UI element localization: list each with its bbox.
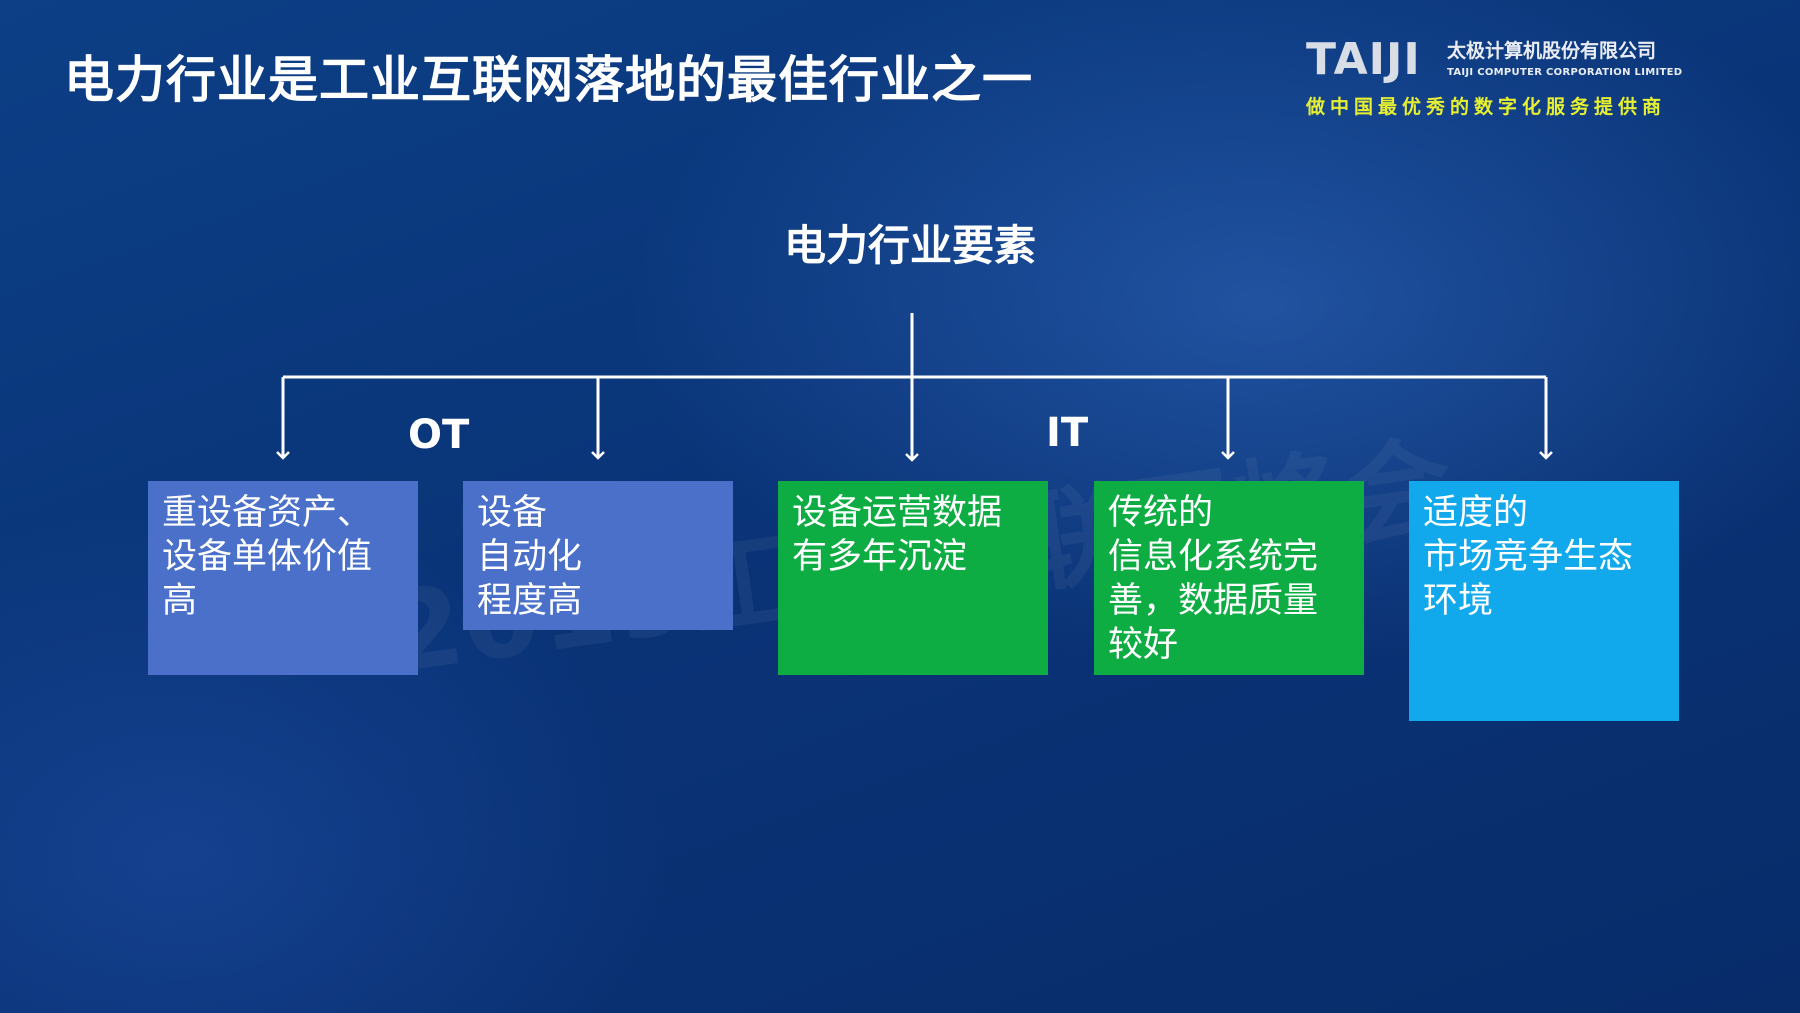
logo-company-cn: 太极计算机股份有限公司 [1447,40,1657,62]
element-box-4: 传统的 信息化系统完 善，数据质量 较好 [1094,481,1364,675]
logo-company-en: TAIJI COMPUTER CORPORATION LIMITED [1447,67,1683,78]
element-box-3: 设备运营数据 有多年沉淀 [778,481,1048,675]
box-4-line-2: 信息化系统完 [1108,537,1319,577]
element-box-1: 重设备资产、 设备单体价值 高 [148,481,418,675]
element-box-2: 设备 自动化 程度高 [463,481,733,630]
box-2-line-3: 程度高 [477,581,583,621]
logo-slogan: 做中国最优秀的数字化服务提供商 [1306,96,1667,118]
element-box-5: 适度的 市场竞争生态 环境 [1409,481,1679,721]
slide-title: 电力行业是工业互联网落地的最佳行业之一 [64,51,1033,109]
box-1-line-1: 重设备资产、 [162,493,373,533]
box-1-line-2: 设备单体价值 [162,537,373,577]
box-5-line-3: 环境 [1423,581,1494,621]
box-3-line-2: 有多年沉淀 [792,537,968,577]
box-4-line-4: 较好 [1108,625,1179,665]
box-2-line-1: 设备 [477,493,548,533]
box-5-line-2: 市场竞争生态 [1423,537,1634,577]
box-4-line-1: 传统的 [1108,493,1214,533]
group-label-it: IT [1046,410,1089,456]
box-5-line-1: 适度的 [1423,493,1529,533]
diagram-root-label: 电力行业要素 [783,221,1036,270]
box-2-line-2: 自动化 [477,537,583,577]
box-3-line-1: 设备运营数据 [792,493,1003,533]
box-1-line-3: 高 [162,581,198,621]
logo-brand: TAIJI [1306,34,1421,85]
group-label-ot: OT [408,412,470,458]
box-4-line-3: 善，数据质量 [1108,581,1319,621]
company-logo: TAIJI 太极计算机股份有限公司 TAIJI COMPUTER CORPORA… [1306,38,1726,126]
